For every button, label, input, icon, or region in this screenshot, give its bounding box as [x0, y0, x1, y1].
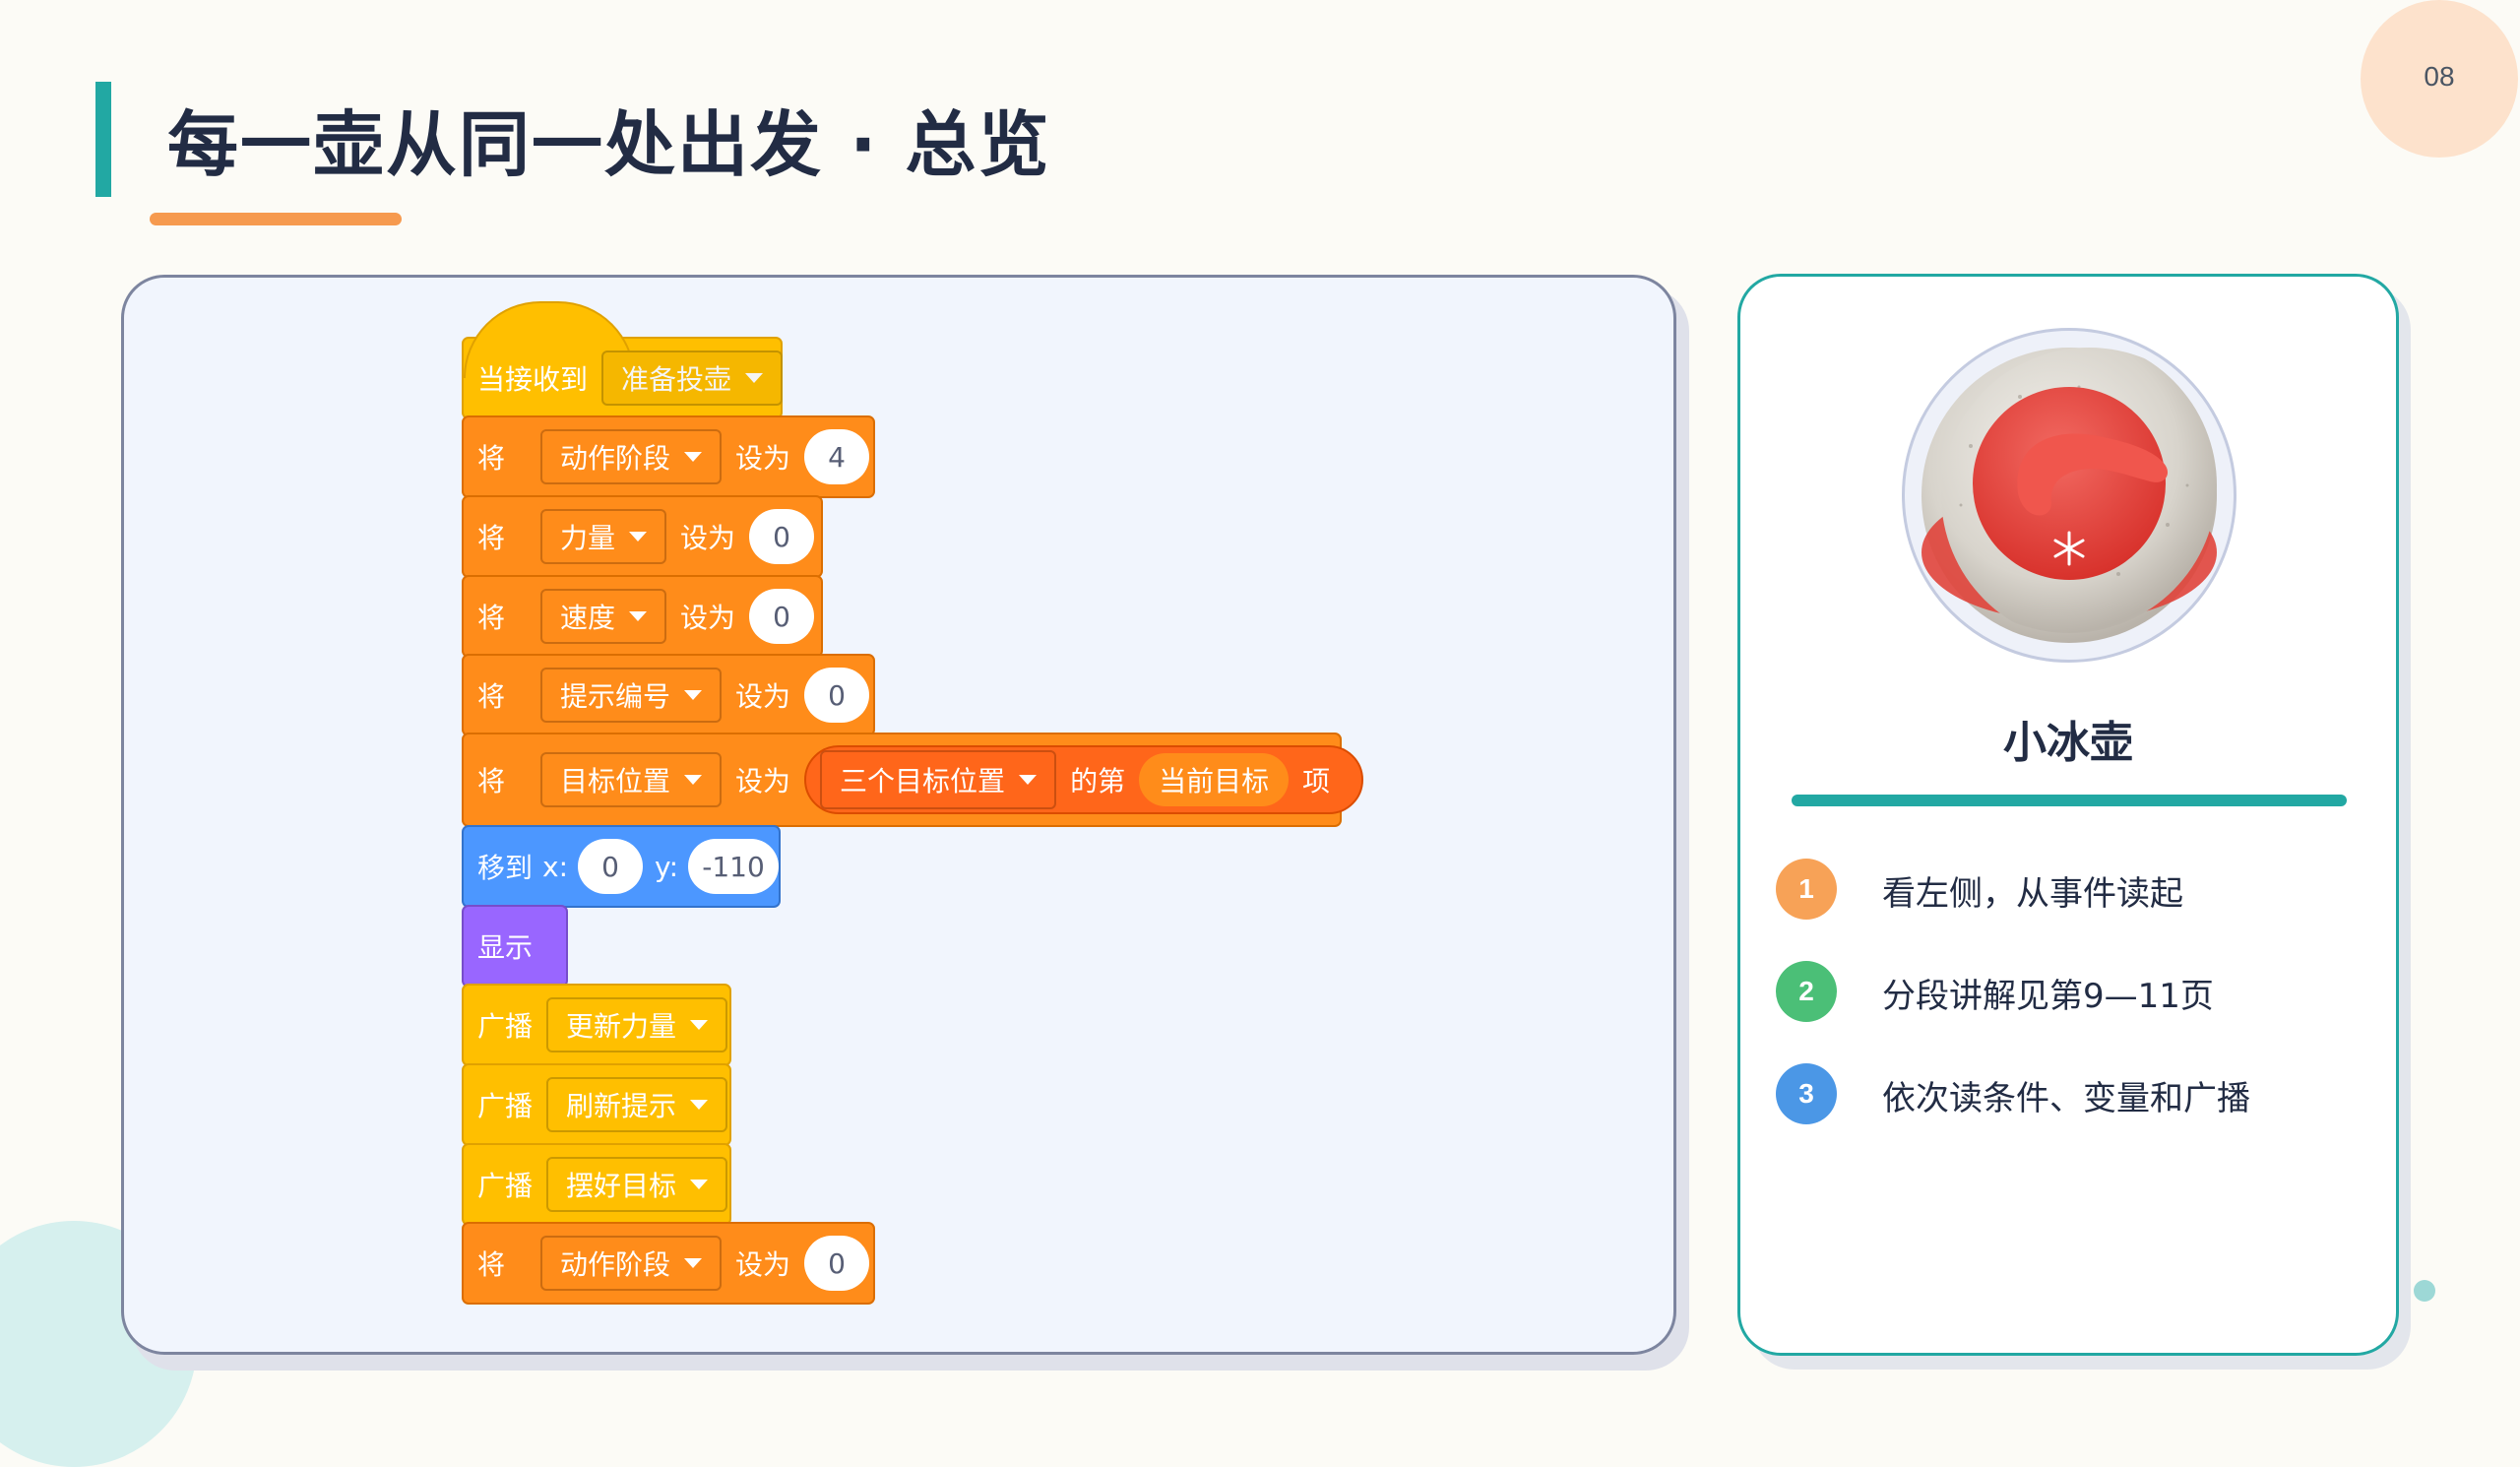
broadcast-keyword: 广播	[477, 1010, 534, 1043]
set-keyword: 将	[477, 765, 506, 797]
step-text: 看左侧，从事件读起	[1882, 874, 2183, 914]
broadcast-keyword: 广播	[477, 1090, 534, 1122]
x-label: x:	[542, 850, 569, 883]
go-to-xy-block[interactable]: 移到 x: 0 y: -110	[462, 825, 781, 908]
variable-dropdown[interactable]: 力量	[540, 509, 667, 564]
chevron-down-icon	[1019, 775, 1038, 785]
go-to-label: 移到	[477, 852, 534, 884]
chevron-down-icon	[629, 611, 648, 621]
variable-dropdown[interactable]: 动作阶段	[540, 1236, 723, 1291]
x-input[interactable]: 0	[578, 839, 644, 894]
list-dropdown[interactable]: 三个目标位置	[820, 750, 1057, 809]
y-input[interactable]: -110	[688, 839, 779, 894]
value-input[interactable]: 0	[804, 668, 870, 723]
chevron-down-icon	[684, 1258, 703, 1268]
page-title: 每一壶从同一处出发 · 总览	[167, 103, 1051, 186]
set-keyword: 将	[477, 602, 506, 634]
set-to-label: 设为	[735, 680, 791, 713]
chevron-down-icon	[629, 532, 648, 542]
set-to-label: 设为	[735, 765, 791, 797]
message-dropdown-label: 摆好目标	[566, 1170, 677, 1202]
broadcast-keyword: 广播	[477, 1170, 534, 1202]
set-target-block[interactable]: 将 目标位置 设为 三个目标位置 的第 当前目标 项	[462, 733, 1364, 827]
set-stage-block[interactable]: 将 动作阶段 设为 4	[462, 415, 875, 498]
variable-dropdown-label: 动作阶段	[560, 1248, 671, 1281]
character-name: 小冰壶	[2003, 718, 2133, 768]
variable-dropdown-label: 动作阶段	[560, 442, 671, 475]
variable-dropdown-label: 目标位置	[560, 765, 671, 797]
message-dropdown[interactable]: 准备投壶	[601, 351, 784, 406]
set-keyword: 将	[477, 1248, 506, 1281]
chevron-down-icon	[745, 373, 764, 383]
title-accent-bar	[95, 82, 111, 197]
item-of-list-reporter[interactable]: 三个目标位置 的第 当前目标 项	[804, 745, 1364, 814]
when-receive-label: 当接收到	[477, 363, 589, 396]
chevron-down-icon	[690, 1020, 709, 1030]
step-number-badge: 1	[1776, 859, 1837, 920]
set-power-block[interactable]: 将 力量 设为 0	[462, 495, 823, 578]
show-label: 显示	[477, 931, 534, 964]
set-speed-block[interactable]: 将 速度 设为 0	[462, 575, 823, 658]
broadcast-block[interactable]: 广播 更新力量	[462, 984, 731, 1066]
title-underline	[150, 213, 402, 225]
name-divider	[1792, 795, 2347, 806]
message-dropdown-label: 准备投壶	[621, 363, 732, 396]
set-stage-block[interactable]: 将 动作阶段 设为 0	[462, 1222, 875, 1305]
message-dropdown-label: 更新力量	[566, 1010, 677, 1043]
step-number-badge: 3	[1776, 1063, 1837, 1124]
current-target-reporter[interactable]: 当前目标	[1139, 753, 1290, 806]
variable-dropdown-label: 速度	[560, 602, 616, 634]
item-label: 项	[1302, 765, 1331, 797]
value-input[interactable]: 0	[749, 589, 815, 644]
decor-dot	[2414, 1280, 2435, 1302]
step-text: 依次读条件、变量和广播	[1882, 1079, 2250, 1118]
set-keyword: 将	[477, 522, 506, 554]
item-of-label: 的第	[1070, 765, 1126, 797]
variable-dropdown-label: 力量	[560, 522, 616, 554]
variable-dropdown[interactable]: 目标位置	[540, 752, 723, 807]
set-to-label: 设为	[680, 602, 736, 634]
variable-dropdown[interactable]: 速度	[540, 589, 667, 644]
set-to-label: 设为	[735, 442, 791, 475]
list-dropdown-label: 三个目标位置	[840, 765, 1006, 797]
variable-dropdown-label: 提示编号	[560, 680, 671, 713]
step-number-badge: 2	[1776, 961, 1837, 1022]
set-hint-block[interactable]: 将 提示编号 设为 0	[462, 654, 875, 736]
chevron-down-icon	[684, 452, 703, 462]
chevron-down-icon	[690, 1180, 709, 1189]
set-to-label: 设为	[680, 522, 736, 554]
when-receive-block[interactable]: 当接收到 准备投壶	[462, 301, 784, 419]
y-label: y:	[655, 850, 678, 883]
broadcast-block[interactable]: 广播 摆好目标	[462, 1143, 731, 1226]
page-number-badge	[2361, 0, 2518, 158]
message-dropdown[interactable]: 刷新提示	[546, 1077, 728, 1132]
code-panel	[121, 275, 1676, 1355]
value-input[interactable]: 4	[804, 429, 870, 484]
chevron-down-icon	[684, 690, 703, 700]
show-block[interactable]: 显示	[462, 905, 568, 988]
set-to-label: 设为	[735, 1248, 791, 1281]
value-input[interactable]: 0	[804, 1236, 870, 1291]
step-text: 分段讲解见第9—11页	[1882, 977, 2214, 1016]
curling-stone-icon	[1922, 328, 2217, 643]
variable-dropdown[interactable]: 动作阶段	[540, 429, 723, 484]
broadcast-block[interactable]: 广播 刷新提示	[462, 1063, 731, 1146]
chevron-down-icon	[684, 775, 703, 785]
page-number: 08	[2424, 61, 2455, 92]
message-dropdown-label: 刷新提示	[566, 1090, 677, 1122]
variable-dropdown[interactable]: 提示编号	[540, 668, 723, 723]
chevron-down-icon	[690, 1100, 709, 1110]
message-dropdown[interactable]: 摆好目标	[546, 1157, 728, 1212]
value-input[interactable]: 0	[749, 509, 815, 564]
message-dropdown[interactable]: 更新力量	[546, 997, 728, 1052]
set-keyword: 将	[477, 680, 506, 713]
set-keyword: 将	[477, 442, 506, 475]
